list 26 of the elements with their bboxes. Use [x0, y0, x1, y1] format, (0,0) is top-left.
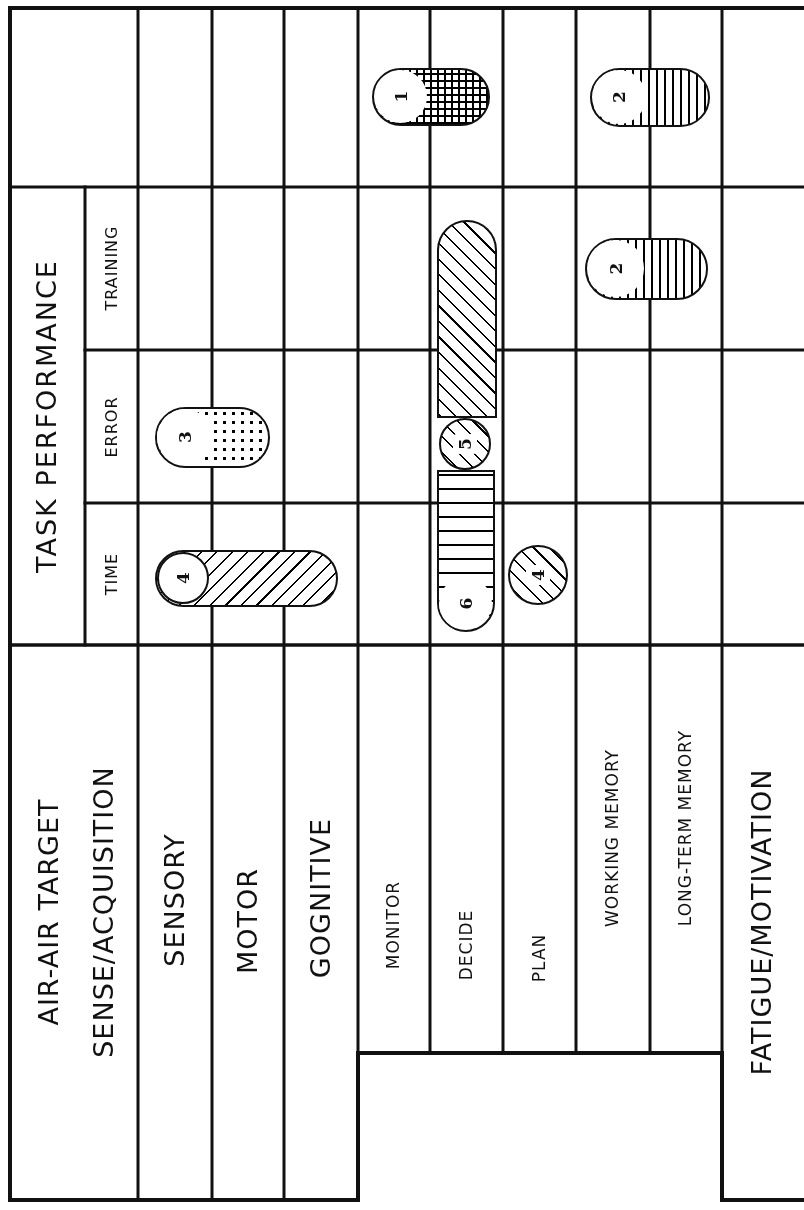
table-heading: LONG-TERM MEMORY	[676, 728, 696, 929]
rating-bar	[437, 470, 495, 632]
table-heading: TIME	[102, 551, 122, 598]
hatched-bar	[437, 220, 497, 418]
table-heading: WORKING MEMORY	[603, 748, 623, 929]
table-heading: ERROR	[102, 395, 122, 460]
table-heading: SENSORY	[159, 832, 191, 969]
rating-bar	[155, 550, 338, 607]
table-heading: AIR-AIR TARGET SENSE/ACQUISITION	[31, 765, 120, 1060]
table-heading: FATIGUE/MOTIVATION	[746, 767, 778, 1078]
rating-bar	[372, 68, 490, 126]
table-heading: GOGNITIVE	[305, 816, 337, 981]
table-heading: PLAN	[530, 932, 550, 985]
rating-bar	[155, 407, 270, 468]
table-heading: MOTOR	[232, 866, 264, 977]
rating-circle	[439, 418, 491, 470]
rating-circle	[508, 545, 568, 605]
table-heading: TRAINING	[102, 224, 122, 313]
marker-number: 1	[374, 70, 427, 123]
table-heading: TASK PERFORMANCE	[31, 258, 63, 575]
marker-number: 4	[526, 565, 550, 585]
table-heading: DECIDE	[457, 908, 477, 983]
table-heading: MONITOR	[384, 879, 404, 972]
marker-number: 5	[453, 434, 477, 454]
marker-number: 4	[157, 552, 209, 604]
marker-number: 2	[587, 240, 644, 297]
